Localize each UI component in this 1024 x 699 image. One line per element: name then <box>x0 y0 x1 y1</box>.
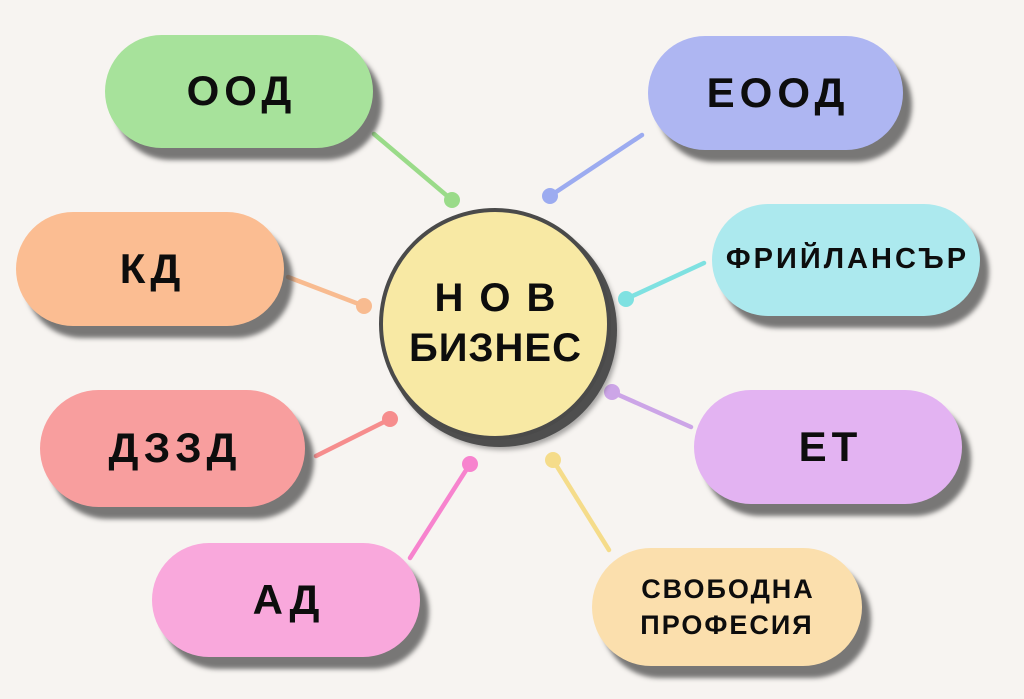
node-kd-label: КД <box>119 244 186 292</box>
connector-eood-dot <box>542 188 558 204</box>
connector-freeprofession-line <box>550 457 612 553</box>
node-ood-label: ООД <box>186 67 297 115</box>
connector-ad-dot <box>462 456 478 472</box>
node-ad-label: АД <box>252 575 325 623</box>
node-et: ЕТ <box>694 390 962 504</box>
connector-kd-dot <box>356 298 372 314</box>
node-kd: КД <box>16 212 284 326</box>
node-dzzd-label: ДЗЗД <box>108 424 242 472</box>
connector-dzzd-line <box>313 416 393 459</box>
connector-ad-line <box>407 461 473 561</box>
node-et-label: ЕТ <box>798 422 863 470</box>
center-node-line2: БИЗНЕС <box>408 326 582 370</box>
connector-ood-dot <box>444 192 460 208</box>
connector-ood-line <box>371 131 455 203</box>
node-ood: ООД <box>105 35 373 148</box>
connector-freeprofession-dot <box>545 452 561 468</box>
center-node-line1: НОВ <box>434 276 572 320</box>
node-dzzd: ДЗЗД <box>40 390 305 507</box>
node-eood: ЕООД <box>648 36 903 150</box>
connector-freelancer-dot <box>618 291 634 307</box>
connector-dzzd-dot <box>382 411 398 427</box>
connector-et-line <box>609 389 694 430</box>
connector-et-dot <box>604 384 620 400</box>
connector-freelancer-line <box>623 260 707 302</box>
center-node: НОВ БИЗНЕС <box>379 208 611 440</box>
connector-kd-line <box>285 274 367 309</box>
node-freelancer-label: ФРИЙЛАНСЪР <box>725 243 970 276</box>
connector-eood-line <box>547 132 645 199</box>
node-ad: АД <box>152 543 420 657</box>
node-freelancer: ФРИЙЛАНСЪР <box>712 204 980 316</box>
node-eood-label: ЕООД <box>706 68 850 116</box>
node-free-profession: СВОБОДНА ПРОФЕСИЯ <box>592 548 862 666</box>
node-free-profession-label: СВОБОДНА ПРОФЕСИЯ <box>640 573 815 640</box>
